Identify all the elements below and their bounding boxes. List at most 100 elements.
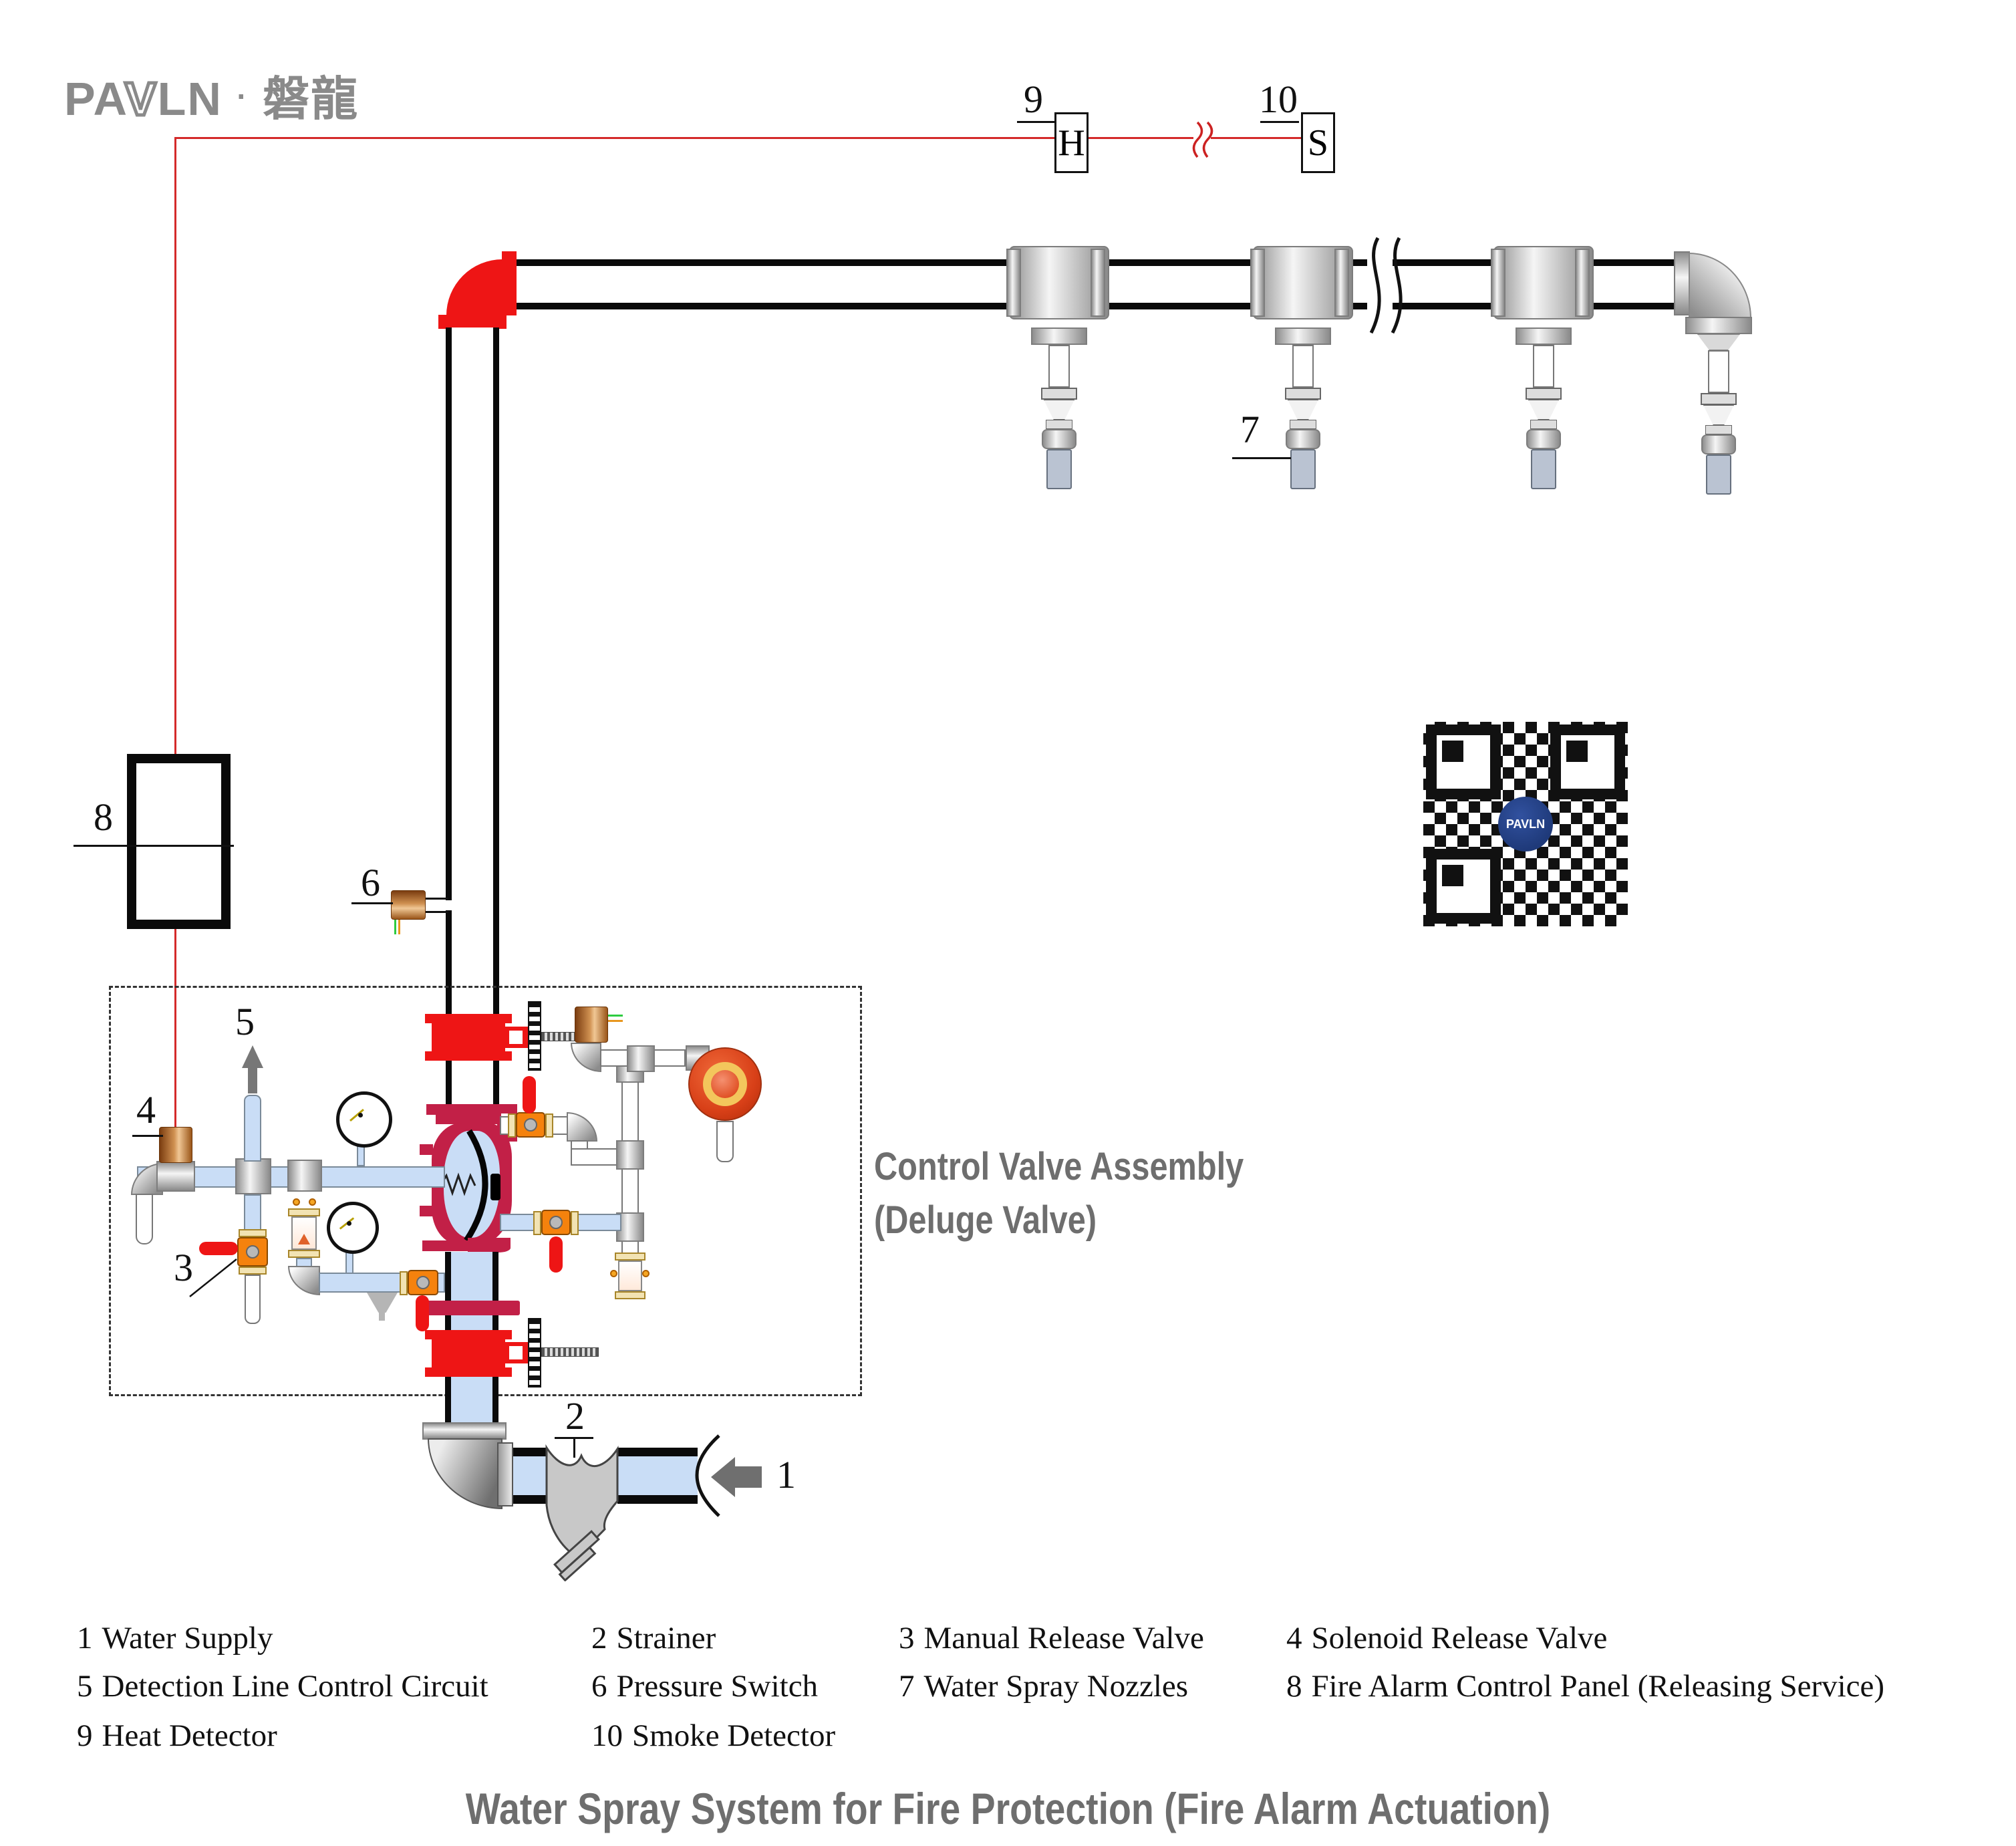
deluge-valve-flange-top [426,1104,517,1115]
upper-gate-valve-stem-window [509,1031,523,1044]
callout-8-leader [74,845,234,847]
nozzle-collar-2 [1290,420,1316,429]
pressure-switch-connection-top [426,898,448,900]
nozzle-drop-pipe [1533,345,1554,388]
valve-knob [246,1245,259,1259]
wire-break-symbol [1192,121,1213,158]
callout-6-leader [351,902,393,904]
qr-center-logo: PAVLN [1498,797,1553,851]
qr-finder-core [1442,741,1463,762]
solenoid-tee-fitting [156,1161,195,1192]
callout-3-manual-valve: 3 [174,1246,193,1289]
pressure-gauge-1 [336,1091,392,1148]
gong-drain-pipe [716,1121,734,1162]
nozzle-body [1531,449,1556,489]
pressure-gauge-2 [327,1202,379,1254]
qr-finder-core [1566,741,1588,762]
pressure-switch-6 [391,890,426,920]
manual-valve-handle [199,1242,238,1255]
sight-glass-2-flange-top [615,1252,645,1261]
detection-cross-fitting [235,1158,271,1194]
nozzle-body [1706,454,1731,495]
header-red-elbow [446,259,502,315]
valve-knob [524,1118,537,1132]
riser-gap-mask [445,900,452,910]
brand-logo: PAVLN · 磐龍 [64,61,359,129]
detection-wire-break-to-s [1211,137,1301,139]
nozzle-hex-nut [1286,429,1320,449]
callout-2-strainer: 2 [565,1394,585,1438]
nozzle-collar [1275,327,1331,345]
sight-glass-flange-top [288,1208,320,1216]
header-tee-2-flange-right [1334,249,1349,317]
header-end-elbow-collar [1685,317,1752,334]
lower-gate-valve-flange-bottom [425,1367,512,1377]
nozzle-cone [1288,400,1318,420]
drain-valve-handle [416,1295,429,1331]
manual-release-valve-3 [237,1237,268,1267]
nozzle-collar [1516,327,1572,345]
sight-glass-2-body [618,1261,642,1291]
heat-detector-box: H [1054,112,1089,173]
diagram-title: Water Spray System for Fire Protection (… [465,1784,1551,1833]
sight-glass-2-dot-left [610,1270,617,1277]
nozzle-drop-pipe [1048,345,1070,388]
nozzle-coupling [1701,393,1737,405]
deluge-valve-flange-bottom-left [422,1240,480,1251]
callout-2-underline [555,1437,593,1439]
fire-alarm-panel-box [127,754,231,929]
deluge-valve-outlet [468,1238,511,1252]
header-tee-2-flange-left [1250,249,1265,317]
valve-knob [416,1276,430,1289]
alarm-switch-wire-orange [608,1020,623,1022]
gong-feed-tee [627,1045,655,1072]
detection-wire-vertical [174,137,176,1128]
pressure-switch-wire-green [394,920,396,934]
header-end-elbow [1689,253,1751,318]
callout-7-nozzles: 7 [1240,408,1260,451]
alarm-pressure-switch [575,1007,608,1043]
nozzle-coupling [1285,388,1321,400]
header-end-elbow-taper [1697,334,1740,350]
callout-9-underline [1017,121,1056,123]
ball-drip-right [309,1198,316,1206]
drain-valve [408,1270,438,1295]
qr-center-logo-text: PAVLN [1505,817,1546,831]
manual-valve-flange-top [239,1229,267,1237]
deluge-valve-neck [436,1115,508,1124]
alarm-valve-handle [523,1076,536,1113]
deluge-valve-clapper-and-spring [440,1129,500,1242]
logo-latin-left: PA [64,73,125,125]
assembly-caption-line1: Control Valve Assembly [874,1145,1244,1188]
nozzle-drop-pipe [1292,345,1314,388]
qr-finder-top-left [1426,724,1501,799]
nozzle-cone [1044,400,1074,420]
callout-7-underline [1232,457,1291,459]
callout-9-heat: 9 [1024,78,1043,121]
supply-elbow [428,1438,502,1509]
drain-valve-flange-left [400,1271,408,1295]
lower-gate-valve-stem-window [509,1346,523,1359]
header-tee-1-flange-left [1006,249,1021,317]
assembly-caption-line2: (Deluge Valve) [874,1198,1097,1242]
callout-4-solenoid: 4 [136,1088,156,1132]
nozzle-collar-2 [1046,420,1072,429]
nozzle-drop-pipe [1708,350,1729,393]
qr-finder-bottom-left [1426,849,1501,924]
callout-10-smoke: 10 [1259,78,1298,121]
gauge-1-pivot [358,1113,363,1117]
water-supply-arrow-body [735,1466,762,1488]
header-end-elbow-flange [1674,251,1690,315]
detection-line-arrow-head [242,1045,263,1068]
callout-2-tick [573,1439,575,1458]
detection-wire-h-to-break [1085,137,1193,139]
supply-elbow-collar [422,1422,507,1440]
upper-gate-valve-body [432,1023,505,1051]
riser-test-valve [541,1210,571,1235]
callout-3-leader [189,1259,237,1297]
logo-separator: · [237,79,249,114]
